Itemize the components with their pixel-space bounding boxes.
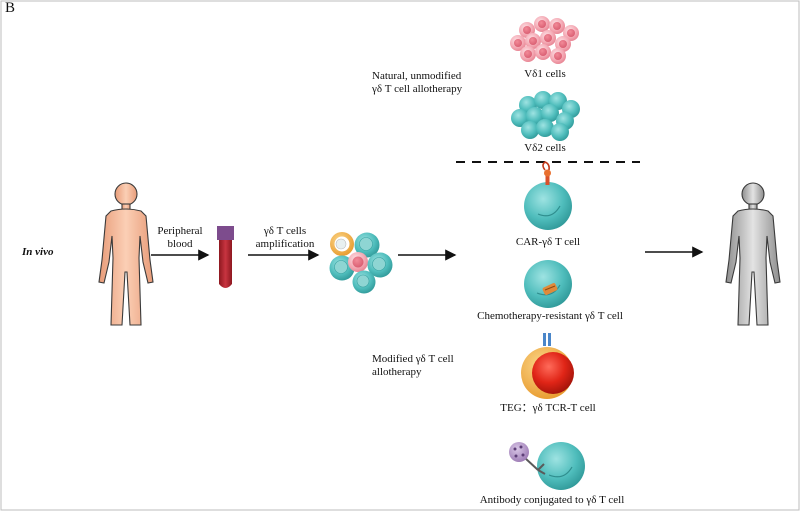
in-vivo-label: In vivo: [22, 246, 54, 258]
modified-allotherapy-heading: Modified γδ T cell allotherapy: [372, 353, 454, 378]
vd1-cell-cluster-icon: [510, 16, 579, 64]
teg-tcr-t-cell-icon: [521, 333, 574, 399]
antibody-conjugated-label: Antibody conjugated to γδ T cell: [479, 494, 625, 506]
patient-body-icon: [725, 182, 781, 326]
amplification-label: γδ T cells amplification: [255, 225, 315, 250]
panel-letter: B: [5, 0, 16, 16]
donor-body-icon: [98, 182, 154, 326]
vd2-cell-cluster-icon: [511, 91, 580, 141]
car-gd-t-cell-label: CAR-γδ T cell: [515, 236, 581, 248]
antibody-conjugated-cell-icon: [509, 442, 585, 490]
vd1-cells-label: Vδ1 cells: [524, 68, 566, 80]
vd2-cells-label: Vδ2 cells: [524, 142, 566, 154]
peripheral-blood-label: Peripheral blood: [157, 225, 203, 250]
blood-tube-icon: [217, 226, 234, 288]
natural-allotherapy-heading: Natural, unmodified γδ T cell allotherap…: [372, 70, 463, 95]
chemo-resistant-label: Chemotherapy-resistant γδ T cell: [477, 310, 623, 322]
car-gd-t-cell-icon: [524, 161, 572, 230]
mixed-cell-cluster-icon: [329, 232, 393, 294]
chemo-resistant-cell-icon: [524, 260, 572, 308]
teg-label: TEG：γδ TCR-T cell: [500, 402, 596, 414]
